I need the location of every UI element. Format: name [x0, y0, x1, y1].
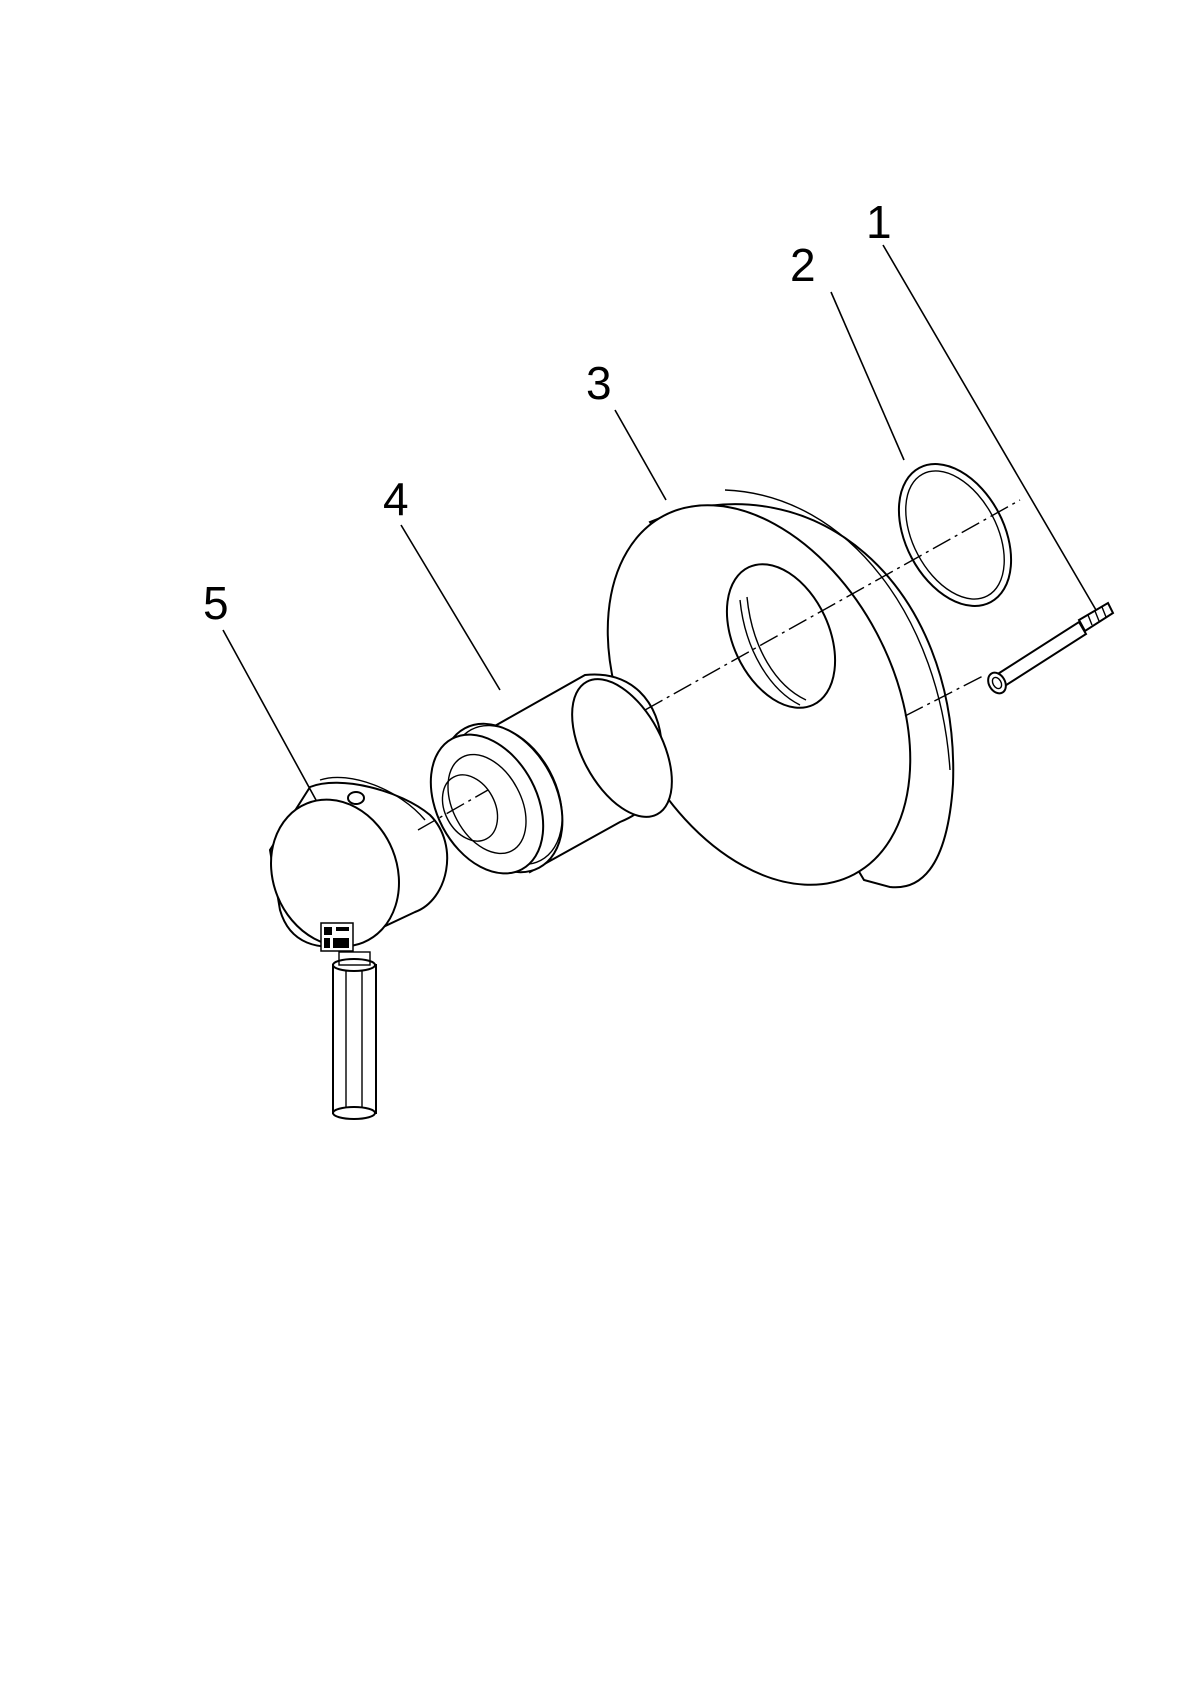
leader-lines	[222, 244, 1097, 801]
callout-number-3: 3	[586, 357, 612, 409]
part-5-lever-handle	[268, 776, 449, 1120]
part-4-sleeve	[429, 673, 673, 875]
part-3-cover-plate	[606, 489, 955, 889]
leader-line-4	[400, 524, 501, 691]
leader-line-2	[830, 291, 905, 461]
callout-number-1: 1	[866, 196, 892, 248]
leader-line-3	[614, 409, 667, 501]
assembly-axis-lines	[417, 499, 1021, 831]
callout-number-2: 2	[790, 239, 816, 291]
leader-line-1	[882, 244, 1097, 611]
leader-line-5	[222, 629, 317, 801]
part-1-extension-stem	[987, 601, 1115, 695]
callout-number-4: 4	[383, 473, 409, 525]
callout-number-5: 5	[203, 577, 229, 629]
